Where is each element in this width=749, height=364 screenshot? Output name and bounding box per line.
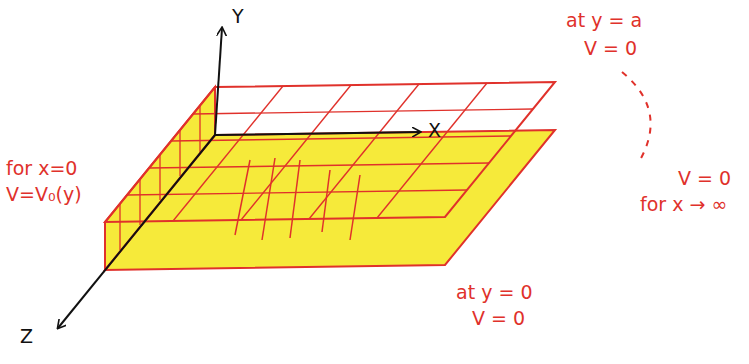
- top-plate-grid: [127, 83, 533, 221]
- boundary-note: at y = a: [566, 10, 642, 32]
- boundary-value: V = 0: [678, 168, 731, 190]
- top-plate: [105, 82, 555, 222]
- bottom-hatching: [235, 158, 360, 240]
- boundary-value: V=V₀(y): [6, 184, 82, 206]
- boundary-value: V = 0: [584, 38, 637, 60]
- axis-label: Z: [20, 326, 33, 348]
- boundary-note: for x → ∞: [640, 194, 727, 216]
- boundary-note: at y = 0: [456, 282, 532, 304]
- axis-label: Y: [232, 6, 244, 28]
- boundary-value: V = 0: [472, 308, 525, 330]
- left-face-hatching: [120, 106, 200, 250]
- infinity-arc: [622, 72, 651, 160]
- axes: [58, 28, 420, 328]
- boundary-note: for x=0: [6, 158, 77, 180]
- axis-label: X: [428, 120, 441, 142]
